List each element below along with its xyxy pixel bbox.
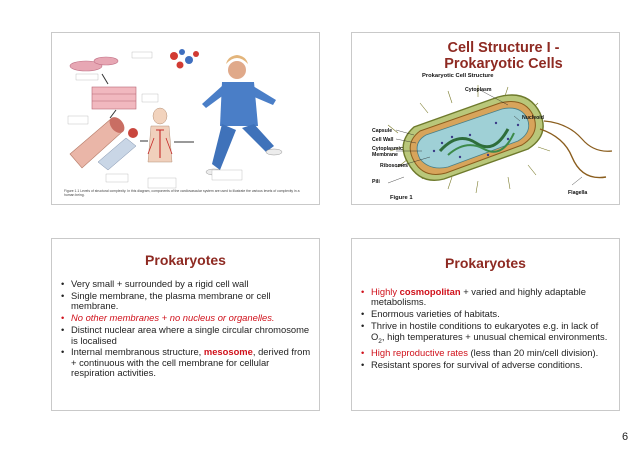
bullet-marker: •: [361, 320, 365, 332]
slide-title: Prokaryotes: [445, 255, 526, 271]
label-cytoplasm: Cytoplasm: [465, 87, 492, 93]
list-item: • Thrive in hostile conditions to eukary…: [360, 320, 613, 347]
item-text: (less than 20 min/cell division).: [467, 347, 599, 359]
item-text: , high temperatures + unusual chemical e…: [381, 330, 608, 342]
item-text: Resistant spores for survival of adverse…: [371, 359, 583, 371]
bullet-marker: •: [61, 278, 65, 289]
slide-cell-structure: Cell Structure I - Prokaryotic Cells Pro…: [351, 32, 620, 205]
bullet-marker: •: [361, 286, 365, 297]
item-text: Internal membranous structure,: [71, 346, 204, 358]
label-capsule: Capsule: [372, 128, 393, 134]
list-item: • Highly cosmopolitan + varied and highl…: [360, 286, 613, 308]
subscript: 2: [378, 337, 382, 345]
bullet-marker: •: [361, 359, 365, 371]
label-cytoplasmic-membrane: Cytoplasmic Membrane: [372, 146, 403, 158]
page-number: 6: [622, 431, 629, 443]
cosmopolitan-term: cosmopolitan: [399, 286, 461, 297]
item-text: Very small + surrounded by a rigid cell …: [71, 278, 249, 289]
item-text: Thrive in hostile conditions to eukaryot…: [371, 320, 599, 342]
label-pili: Pili: [372, 179, 380, 185]
slide-title: Prokaryotes: [145, 252, 226, 268]
item-text: High reproductive rates: [371, 347, 468, 359]
slide-levels-of-organization: Figure 1.1 Levels of structural complexi…: [51, 32, 320, 205]
list-item: • No other membranes + no nucleus or org…: [60, 312, 313, 324]
list-item: • High reproductive rates (less than 20 …: [360, 347, 613, 359]
label-cell-wall: Cell Wall: [372, 137, 394, 143]
list-item: • Enormous varieties of habitats.: [360, 308, 613, 320]
slide-title: Cell Structure I - Prokaryotic Cells: [386, 40, 619, 72]
label-figure-1: Figure 1: [390, 195, 413, 201]
list-item: • Distinct nuclear area where a single c…: [60, 324, 313, 346]
list-item: • Resistant spores for survival of adver…: [360, 359, 613, 371]
item-text: No other membranes + no nucleus or organ…: [71, 312, 275, 324]
prokaryotic-cell-illustration: [387, 85, 613, 194]
title-line-2: Prokaryotic Cells: [444, 56, 563, 72]
item-text: , derived from + continuous with the cel…: [71, 346, 311, 379]
figure-caption: Figure 1.1 Levels of structural complexi…: [64, 189, 300, 197]
bullet-list: • Very small + surrounded by a rigid cel…: [60, 278, 313, 380]
item-text: Distinct nuclear area where a single cir…: [71, 324, 310, 346]
item-text: + varied and highly adaptable metabolism…: [371, 286, 586, 308]
bullet-marker: •: [361, 308, 365, 320]
levels-of-complexity-figure: [67, 49, 283, 189]
slide-prokaryotes-structure: Prokaryotes • Very small + surrounded by…: [51, 238, 320, 411]
label-nucleoid: Nucleoid: [522, 115, 544, 121]
item-text: Enormous varieties of habitats.: [371, 308, 500, 320]
bullet-list: • Highly cosmopolitan + varied and highl…: [360, 286, 613, 372]
list-item: • Internal membranous structure, mesosom…: [60, 347, 313, 378]
list-item: • Very small + surrounded by a rigid cel…: [60, 278, 313, 289]
item-text: Single membrane, the plasma membrane or …: [71, 289, 271, 312]
bullet-marker: •: [61, 346, 65, 358]
label-flagella: Flagella: [568, 190, 588, 196]
bullet-marker: •: [61, 324, 65, 336]
label-ribosomes: Ribosomes: [380, 163, 408, 169]
list-item: • Single membrane, the plasma membrane o…: [60, 289, 313, 312]
slide-prokaryotes-ecology: Prokaryotes • Highly cosmopolitan + vari…: [351, 238, 620, 411]
title-line-1: Cell Structure I -: [447, 40, 560, 56]
item-text: Highly: [371, 286, 400, 297]
bullet-marker: •: [61, 312, 65, 324]
mesosome-term: mesosome: [203, 346, 253, 358]
figure-title: Prokaryotic Cell Structure: [422, 73, 494, 79]
bullet-marker: •: [61, 289, 65, 301]
bullet-marker: •: [361, 347, 365, 359]
